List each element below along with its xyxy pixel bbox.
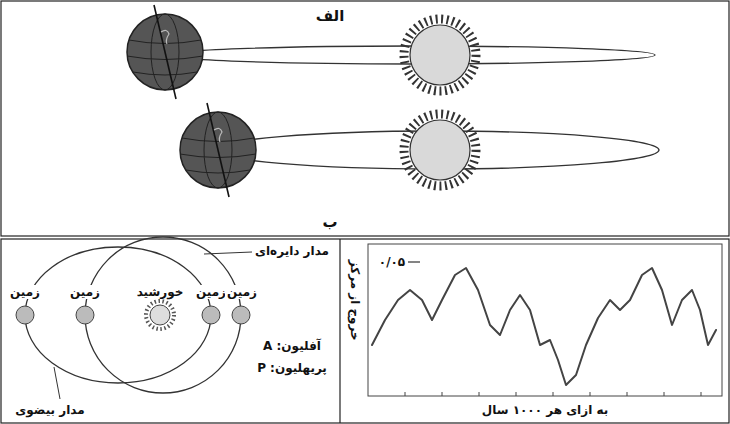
body-label: زمین xyxy=(194,285,228,299)
orbit-illustration xyxy=(180,103,659,197)
point-label: آفلیون: A xyxy=(261,339,323,353)
tick-label: ۰/۰۵ xyxy=(377,255,407,269)
panel-divider xyxy=(339,239,340,423)
body-label: زمین xyxy=(68,285,102,299)
panel-letter: ب xyxy=(320,213,339,231)
panel-letter: الف xyxy=(314,7,347,25)
leader-line xyxy=(204,252,252,254)
orbit-label: مدار بیضوی xyxy=(13,403,86,417)
panel-frame xyxy=(1,1,729,236)
point-label: پریهلیون: P xyxy=(255,361,329,375)
orbit-label: مدار دایره‌ای xyxy=(253,244,331,258)
body-label: خورشید xyxy=(135,285,186,299)
axis-title: خروج از مرکز xyxy=(347,258,361,343)
eccentricity-chart xyxy=(368,244,722,396)
orbit-illustration xyxy=(127,5,655,99)
axis-title: به ازای هر ۱۰۰۰ سال xyxy=(480,403,610,417)
body-label: زمین xyxy=(8,285,42,299)
panel-frame xyxy=(1,239,729,423)
leader-line xyxy=(54,367,60,399)
orbit-comparison xyxy=(16,237,252,399)
body-label: زمین xyxy=(225,285,259,299)
